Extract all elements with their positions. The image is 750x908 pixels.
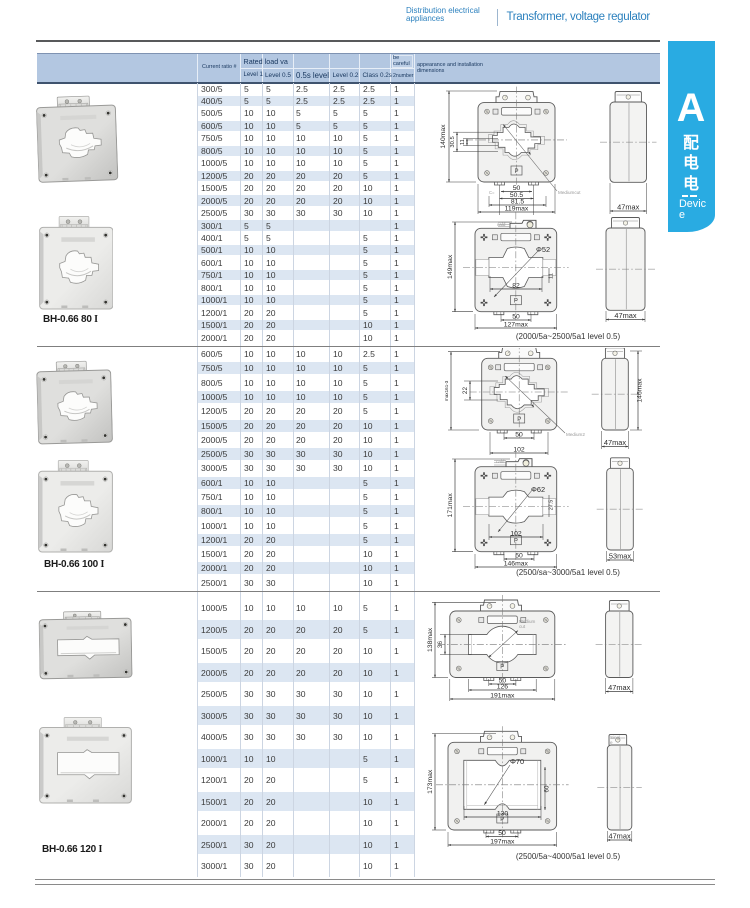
svg-text:53max: 53max — [609, 551, 631, 560]
svg-text:119max: 119max — [505, 205, 529, 212]
svg-text:50: 50 — [499, 677, 507, 684]
svg-text:130: 130 — [497, 810, 509, 817]
svg-text:50: 50 — [513, 185, 521, 192]
svg-text:149max: 149max — [447, 254, 454, 279]
svg-text:P: P — [500, 817, 504, 823]
svg-text:47max: 47max — [608, 683, 630, 692]
svg-text:82: 82 — [512, 282, 520, 289]
svg-text:cald: cald — [497, 222, 506, 227]
svg-text:146max: 146max — [504, 560, 529, 567]
svg-text:(2000/5a~2500/5a1 level 0.5): (2000/5a~2500/5a1 level 0.5) — [516, 332, 621, 341]
svg-text:50.5: 50.5 — [510, 192, 523, 199]
svg-text:C=: C= — [489, 190, 495, 195]
svg-text:(2500/sa~3000/5a1 level 0.5): (2500/sa~3000/5a1 level 0.5) — [516, 568, 620, 577]
svg-text:P: P — [517, 417, 521, 423]
svg-text:P: P — [514, 539, 518, 545]
svg-text:max161-3: max161-3 — [444, 380, 449, 401]
svg-text:Φ52: Φ52 — [536, 245, 550, 254]
svg-text:50: 50 — [512, 313, 520, 320]
svg-text:Medium2: Medium2 — [566, 432, 585, 437]
svg-text:173max: 173max — [427, 769, 434, 794]
svg-text:60: 60 — [544, 785, 551, 792]
svg-text:22: 22 — [462, 387, 469, 395]
svg-text:140max: 140max — [440, 124, 447, 149]
svg-text:197max: 197max — [490, 838, 515, 845]
svg-text:50: 50 — [498, 830, 506, 837]
svg-text:Φ70: Φ70 — [510, 757, 524, 766]
svg-text:81.5: 81.5 — [511, 198, 524, 205]
svg-text:P: P — [514, 169, 518, 175]
svg-text:47max: 47max — [617, 202, 639, 211]
svg-text:138max: 138max — [427, 627, 434, 652]
svg-text:Singl: Singl — [610, 735, 620, 740]
svg-text:27.5: 27.5 — [549, 500, 555, 511]
svg-text:102: 102 — [510, 530, 522, 537]
svg-text:126: 126 — [497, 683, 509, 690]
svg-text:cald: cald — [496, 459, 505, 464]
svg-text:127max: 127max — [504, 321, 529, 328]
svg-text:P: P — [514, 299, 518, 305]
svg-text:e: e — [610, 740, 613, 745]
svg-text:102: 102 — [513, 446, 525, 453]
svg-text:P: P — [500, 665, 504, 671]
svg-text:Medium: Medium — [519, 619, 536, 624]
svg-text:47max: 47max — [608, 831, 630, 840]
svg-text:(2500/5a~4000/5a1 level 0.5): (2500/5a~4000/5a1 level 0.5) — [516, 852, 621, 861]
svg-text:50: 50 — [515, 552, 523, 559]
svg-text:146max: 146max — [636, 378, 643, 403]
svg-text:50: 50 — [515, 431, 523, 438]
svg-text:Φ62: Φ62 — [531, 485, 545, 494]
svg-text:47max: 47max — [604, 438, 626, 447]
svg-text:11: 11 — [549, 273, 555, 279]
svg-text:30.5: 30.5 — [450, 136, 456, 147]
svg-text:11: 11 — [460, 139, 466, 145]
svg-text:47max: 47max — [614, 311, 636, 320]
svg-text:191max: 191max — [490, 692, 515, 699]
svg-text:171max: 171max — [447, 493, 454, 518]
svg-text:cut: cut — [519, 624, 526, 629]
svg-text:Mediumcut: Mediumcut — [558, 190, 581, 195]
svg-text:36: 36 — [437, 641, 444, 649]
